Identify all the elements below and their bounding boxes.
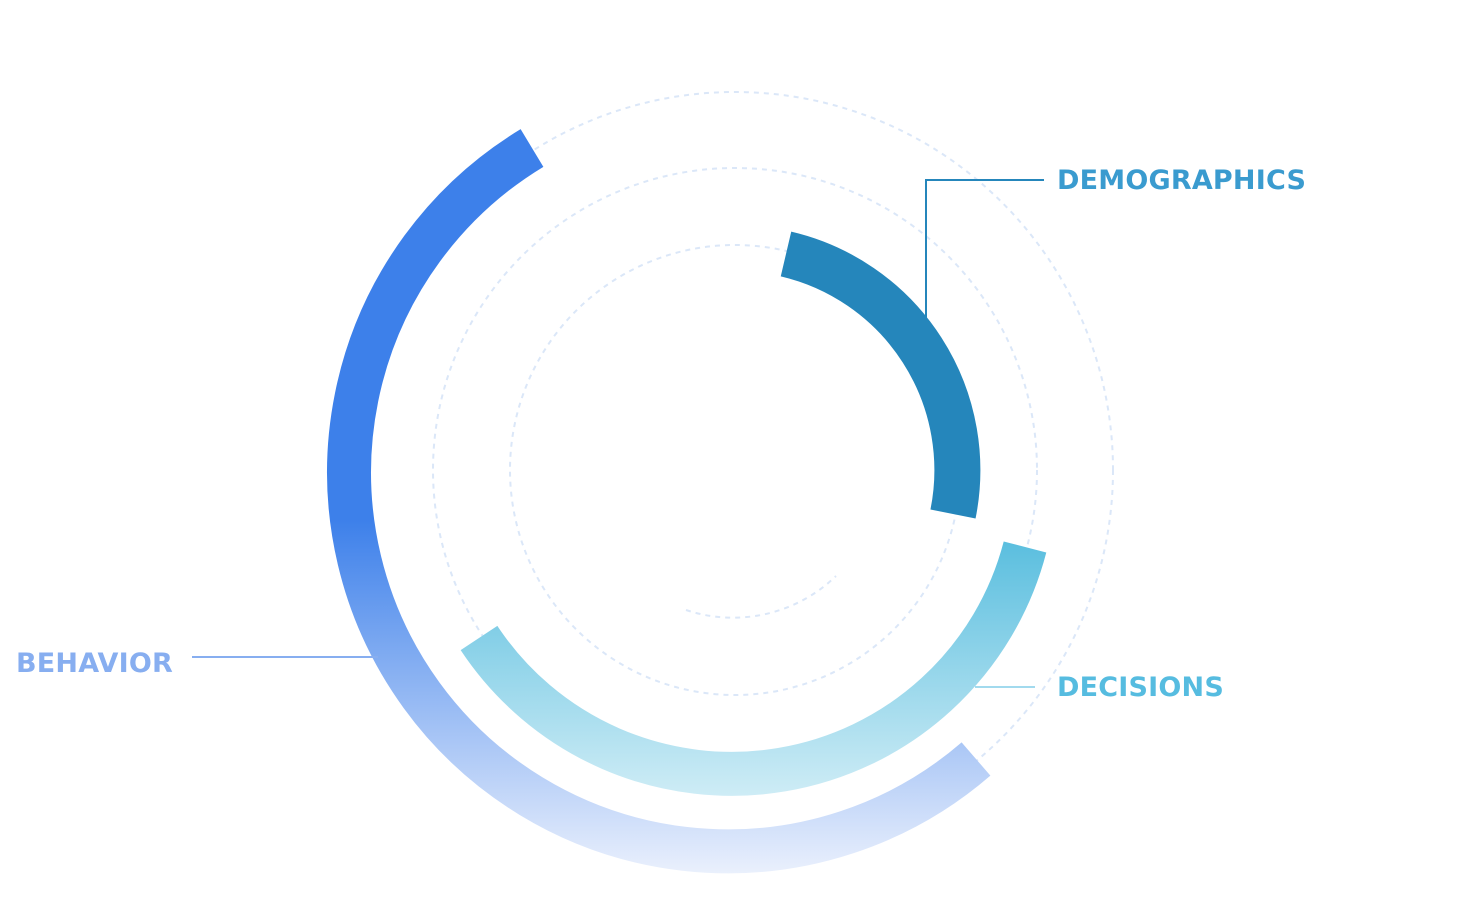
demographics-leader-line xyxy=(925,179,1044,322)
demographics-arc xyxy=(780,231,981,519)
guide-ring-center-fragment xyxy=(685,575,837,619)
demographics-label: DEMOGRAPHICS xyxy=(1057,165,1306,196)
decisions-label: DECISIONS xyxy=(1057,672,1224,703)
behavior-arc xyxy=(327,129,991,874)
decisions-arc xyxy=(460,541,1047,796)
behavior-label: BEHAVIOR xyxy=(16,648,173,679)
